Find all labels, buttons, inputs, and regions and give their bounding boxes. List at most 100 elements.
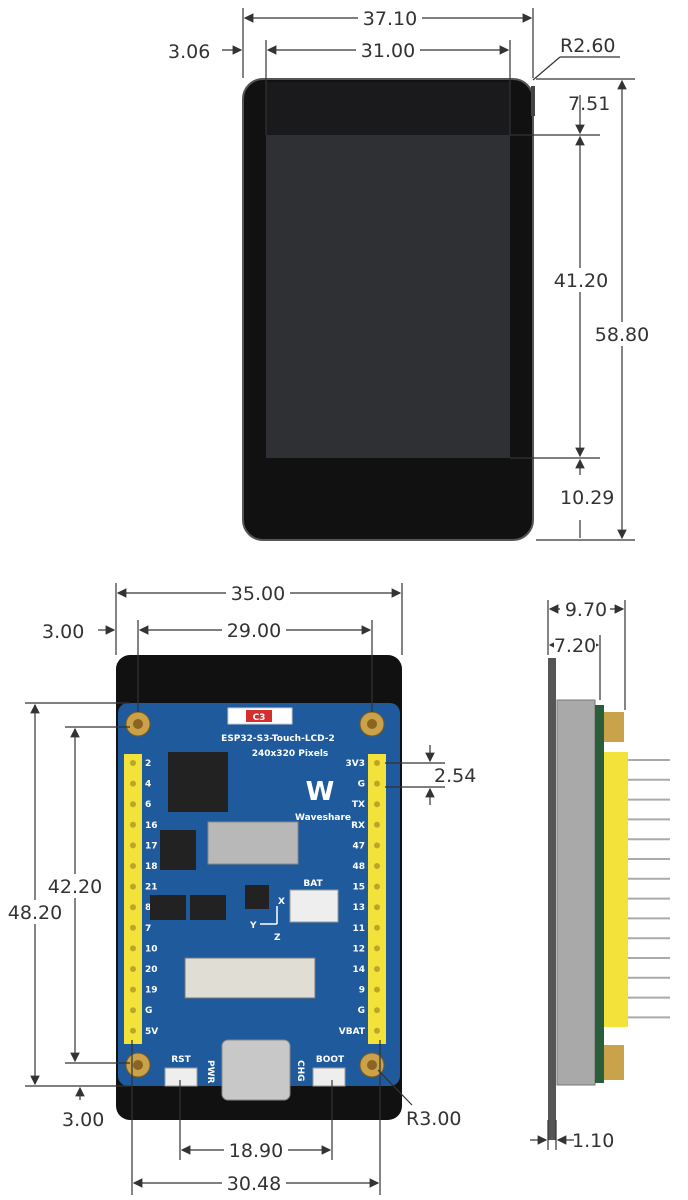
right-pin-label: 47 [352, 841, 365, 851]
dim-hole-spacing-x: 29.00 [227, 620, 281, 642]
brand-label: Waveshare [295, 813, 351, 823]
right-pin [374, 883, 380, 890]
left-pin [130, 780, 136, 787]
left-pin-label: 4 [145, 780, 151, 790]
waveshare-logo: W [306, 777, 335, 807]
sd-card-slot [207, 821, 299, 865]
left-pin-label: 5V [145, 1027, 158, 1037]
rst-button[interactable] [164, 1067, 198, 1087]
dim-hole-offset-top: 3.00 [42, 621, 84, 643]
boot-button[interactable] [312, 1067, 346, 1087]
right-pin [374, 842, 380, 849]
top-view: 37.10 31.00 3.06 R2.60 7.51 41.20 58.80 … [168, 6, 652, 541]
dim-display-width: 31.00 [361, 40, 415, 62]
regulator-2 [190, 895, 226, 920]
side-button [531, 86, 535, 116]
dim-total-depth: 9.70 [565, 599, 607, 621]
axis-x-label: X [278, 897, 285, 907]
dim-side-margin: 3.06 [168, 41, 210, 63]
right-pin [374, 966, 380, 972]
dim-board-width: 35.00 [231, 583, 285, 605]
left-pin-label: 20 [145, 965, 158, 975]
left-pin [130, 924, 136, 931]
left-pin-label: 8 [145, 903, 151, 913]
right-pin [374, 904, 380, 911]
right-pin-label: 14 [352, 965, 365, 975]
bottom-view: 2461617182187102019G5V3V3GTXRX4748151311… [6, 581, 476, 1195]
dim-board-height: 48.20 [8, 902, 62, 924]
left-pin-label: 19 [145, 986, 158, 996]
dim-button-spacing: 18.90 [229, 1140, 283, 1162]
pwr-label: PWR [205, 1060, 215, 1084]
boot-label: BOOT [316, 1055, 345, 1065]
dim-hole-spacing-y: 42.20 [48, 876, 102, 898]
dim-overall-width: 37.10 [363, 8, 417, 30]
rst-label: RST [171, 1055, 191, 1065]
left-pin-label: G [145, 1006, 152, 1016]
side-pin-header [604, 752, 628, 1027]
dim-top-margin: 7.51 [568, 93, 610, 115]
right-pin-label: 12 [352, 944, 365, 954]
right-pin-label: G [358, 780, 365, 790]
right-pin-label: 9 [359, 986, 365, 996]
battery-connector [289, 889, 339, 923]
axis-y-label: Y [249, 921, 257, 931]
left-pin [130, 821, 136, 828]
dim-pin-pitch: 2.54 [434, 765, 476, 787]
left-pin-label: 6 [145, 800, 151, 810]
dim-corner-radius: R2.60 [560, 35, 616, 57]
left-pin [130, 904, 136, 911]
right-pin-label: 13 [352, 903, 365, 913]
capacitor-label: C3 [253, 713, 266, 723]
right-pin-label: 3V3 [346, 759, 366, 769]
dim-bottom-margin: 10.29 [560, 487, 614, 509]
right-pin-label: 11 [352, 924, 365, 934]
left-pin [130, 842, 136, 849]
side-view: 9.70 7.20 1.10 [530, 597, 670, 1152]
right-pin [374, 760, 380, 766]
left-pin [130, 1027, 136, 1034]
bat-label: BAT [303, 879, 323, 889]
dim-hole-offset-bottom: 3.00 [62, 1109, 104, 1131]
right-pin-label: RX [351, 821, 365, 831]
esp32-chip [168, 752, 228, 812]
pcb-edge [595, 705, 604, 1083]
imu-chip [245, 885, 269, 909]
left-pin [130, 986, 136, 993]
right-pin [374, 801, 380, 808]
right-pin-label: 48 [352, 862, 365, 872]
standoff-top [604, 712, 624, 742]
right-pin [374, 1027, 380, 1034]
flash-chip [160, 830, 196, 870]
standoff-bottom [604, 1045, 624, 1080]
usb-c-port[interactable] [221, 1039, 291, 1101]
left-pin-label: 21 [145, 883, 158, 893]
left-pin-label: 2 [145, 759, 151, 769]
left-pin-label: 17 [145, 841, 158, 851]
left-pin [130, 1007, 136, 1014]
left-pin-header [124, 754, 142, 1044]
right-pin-label: TX [352, 800, 365, 810]
right-pin [374, 986, 380, 993]
right-pin [374, 780, 380, 787]
dim-header-spacing: 30.48 [227, 1173, 281, 1195]
dim-body-depth: 7.20 [554, 635, 596, 657]
left-pin [130, 966, 136, 972]
lcd-top-bezel [266, 82, 510, 135]
left-pin [130, 801, 136, 808]
right-pin [374, 863, 380, 869]
chg-label: CHG [295, 1060, 305, 1082]
left-pin-label: 18 [145, 862, 158, 872]
right-pin-label: 15 [352, 883, 365, 893]
board-resolution: 240x320 Pixels [252, 749, 329, 759]
lcd-frame [556, 699, 596, 1086]
lcd-display-area [266, 135, 510, 458]
dim-display-height: 41.20 [554, 270, 608, 292]
right-pin [374, 924, 380, 931]
left-pin [130, 883, 136, 890]
left-pin [130, 760, 136, 766]
dim-glass-thickness: 1.10 [572, 1130, 614, 1152]
board-model: ESP32-S3-Touch-LCD-2 [221, 734, 335, 744]
right-pin-label: VBAT [339, 1027, 366, 1037]
